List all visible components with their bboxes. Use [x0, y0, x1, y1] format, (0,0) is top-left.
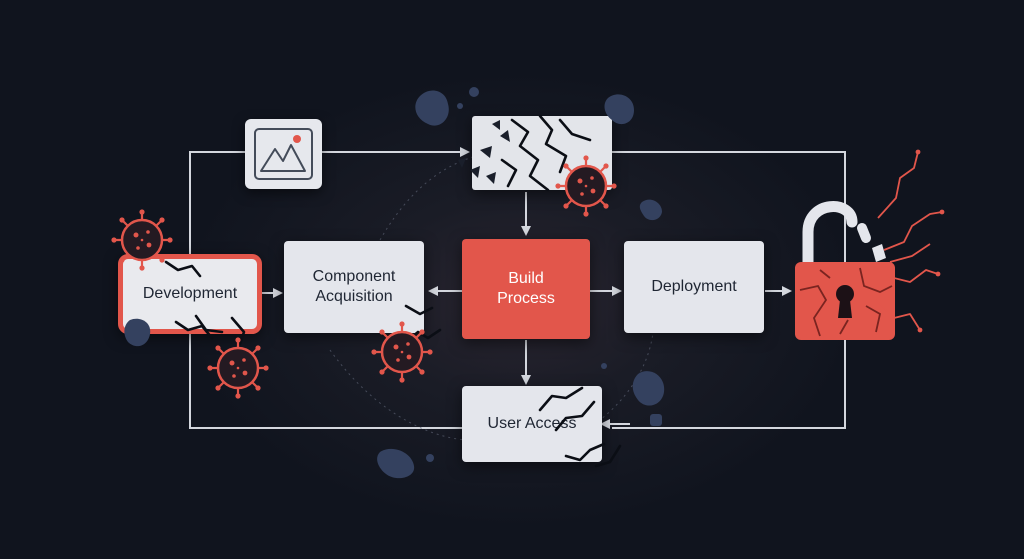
virus-icon: [206, 336, 270, 400]
virus-icon: [554, 154, 618, 218]
lightning-icon: [875, 151, 943, 331]
component-acquisition-node[interactable]: Component Acquisition: [284, 241, 424, 333]
user-access-node[interactable]: User Access: [462, 386, 602, 462]
user-access-label: User Access: [487, 415, 577, 432]
build-process-label: Build Process: [497, 270, 555, 307]
broken-padlock-icon: [795, 201, 895, 340]
crack-icon: [164, 114, 622, 468]
image-card: [245, 119, 322, 189]
build-process-node[interactable]: Build Process: [462, 239, 590, 339]
loop-line-left-top: [189, 151, 245, 255]
virus-icon: [110, 208, 174, 272]
deployment-node[interactable]: Deployment: [624, 241, 764, 333]
deployment-label: Deployment: [651, 278, 737, 295]
debris-icon: [124, 87, 665, 479]
loop-line-left-bottom: [189, 320, 462, 429]
image-icon: [254, 128, 313, 180]
virus-icon: [370, 320, 434, 384]
component-acquisition-label: Component Acquisition: [312, 268, 396, 305]
development-label: Development: [142, 285, 238, 302]
